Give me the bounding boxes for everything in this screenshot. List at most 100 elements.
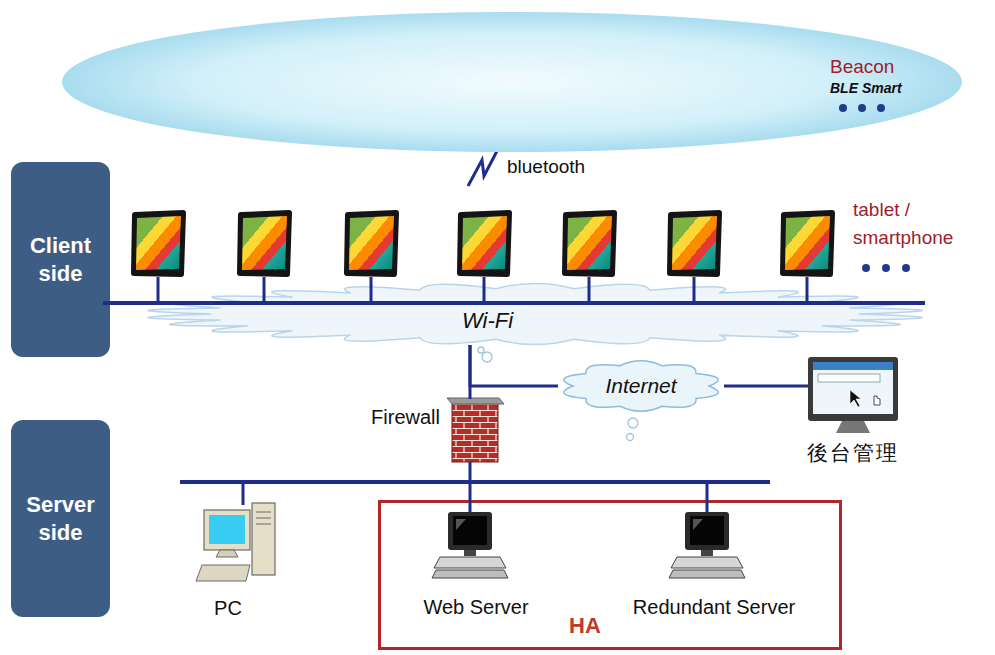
tablet-body (780, 210, 835, 277)
node-text: Internet (605, 374, 676, 398)
tablet-screen (136, 216, 181, 270)
wifi-cloud: Wi-Fi (140, 283, 930, 345)
server-keyboard (669, 570, 745, 578)
network-wire (469, 462, 472, 512)
tablet-screen (349, 216, 394, 270)
monitor-screen (813, 362, 893, 414)
pc-monitor (204, 510, 250, 550)
tablet-body (237, 210, 292, 277)
tablet-icon (237, 210, 292, 277)
network-link (470, 345, 558, 386)
hand-cursor (874, 396, 880, 405)
tablet-body (562, 210, 617, 277)
node-text: Client side (11, 232, 110, 287)
ellipsis-dot (902, 264, 910, 272)
browser-bar (813, 362, 893, 370)
side-band: Server side (11, 420, 110, 617)
zone-shape (62, 12, 962, 152)
ellipsis-dot (858, 104, 866, 112)
beacon-zone: BeaconBLE Smart (62, 12, 962, 152)
cloud-bubble (627, 434, 634, 441)
tablet-screen (462, 216, 507, 270)
pc-screen (209, 515, 245, 544)
pc-tower (252, 503, 275, 575)
network-wire (806, 277, 809, 303)
monitor-stand (836, 421, 870, 433)
tablet-screen (785, 216, 830, 270)
network-wire (693, 277, 696, 303)
bluetooth-symbol (468, 151, 497, 186)
monitor-frame (808, 357, 898, 421)
server-base (434, 557, 506, 568)
tablet-body (667, 210, 722, 277)
tablet-icon (457, 210, 512, 277)
firewall-label: Firewall (371, 406, 440, 429)
network-wire (724, 385, 808, 388)
server-label: Web Server (423, 596, 528, 619)
node-text: Server side (11, 491, 110, 546)
network-wire (157, 277, 160, 303)
ellipsis-dot (839, 104, 847, 112)
server-icon (669, 512, 745, 578)
tablet-screen (672, 216, 717, 270)
cursor-arrow (850, 390, 861, 407)
server-icon (432, 512, 508, 578)
node-text: Beacon (830, 56, 894, 78)
tablet-body (131, 210, 186, 277)
pc-tower-slots (256, 512, 271, 524)
tablet-screen (242, 216, 287, 270)
ellipsis-dot (882, 264, 890, 272)
cloud-bubble (482, 352, 492, 362)
admin-label: 後台管理 (807, 439, 899, 467)
device-label: tablet / smartphone (853, 196, 978, 251)
side-band: Client side (11, 162, 110, 357)
server-keyboard (432, 570, 508, 578)
server-label: Redundant Server (633, 596, 795, 619)
url-box (818, 374, 880, 382)
server-screen (690, 516, 724, 545)
tablet-icon (562, 210, 617, 277)
monitor-icon (808, 357, 898, 433)
pc-label: PC (214, 597, 242, 620)
network-wire (483, 277, 486, 303)
node-text: HA (569, 613, 601, 639)
tablet-icon (780, 210, 835, 277)
ellipsis-dot (862, 264, 870, 272)
network-wire (180, 480, 770, 484)
tablet-icon (131, 210, 186, 277)
network-wire (242, 482, 245, 505)
ellipsis-dot (877, 104, 885, 112)
server-neck (701, 550, 713, 556)
cloud-shape (140, 283, 930, 345)
zone-ellipse (62, 12, 962, 152)
ha-group: HA (378, 500, 842, 650)
network-wire (370, 277, 373, 303)
node-text: Wi-Fi (462, 308, 513, 334)
firewall-top (447, 398, 504, 404)
network-wire (588, 277, 591, 303)
cloud-outline (564, 361, 719, 411)
server-monitor (685, 512, 729, 550)
firewall-icon (447, 398, 504, 462)
tablet-body (344, 210, 399, 277)
cloud-bubble (478, 347, 484, 353)
tablet-body (457, 210, 512, 277)
server-screen (453, 516, 487, 545)
internet-cloud: Internet (558, 360, 724, 412)
pc-neck (216, 550, 238, 557)
network-wire (706, 482, 709, 512)
cloud-outline (148, 283, 922, 344)
tablet-icon (344, 210, 399, 277)
tablet-icon (667, 210, 722, 277)
tablet-screen (567, 216, 612, 270)
pc-icon (196, 503, 275, 581)
network-wire (469, 345, 472, 399)
screen-glare (456, 519, 466, 530)
network-wire (103, 301, 925, 305)
node-text: BLE Smart (830, 80, 902, 96)
screen-glare (693, 519, 703, 530)
cloud-bubble (628, 418, 638, 428)
firewall-bricks (452, 404, 498, 462)
pc-keyboard (196, 565, 250, 581)
server-monitor (448, 512, 492, 550)
